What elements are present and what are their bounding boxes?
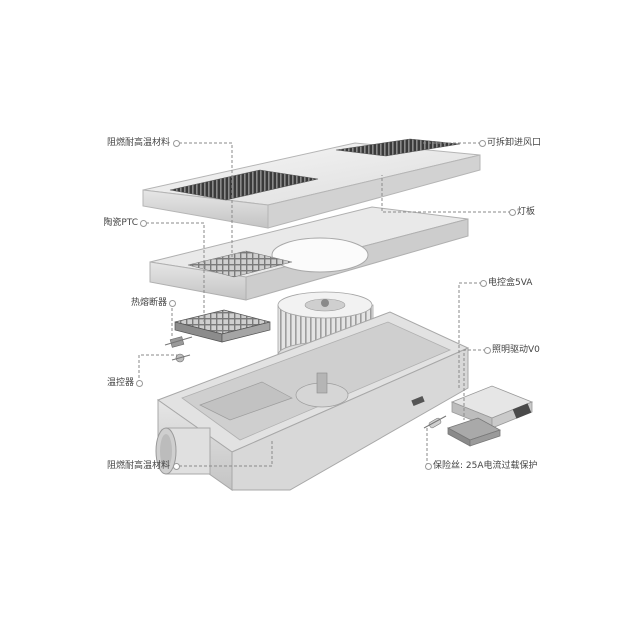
housing-base <box>156 311 470 491</box>
label-light-panel: 灯板 <box>517 207 536 217</box>
fuse-part <box>423 415 447 429</box>
leader-light-panel <box>381 175 511 213</box>
light-panel-plate <box>149 206 469 301</box>
label-detachable-inlet: 可拆卸进风口 <box>487 138 542 148</box>
label-thermostat: 温控器 <box>106 378 134 388</box>
leader-lighting-driver <box>463 349 486 420</box>
label-control-box: 电控盒5VA <box>488 278 533 288</box>
leader-flame-retardant-bottom <box>179 440 273 467</box>
label-flame-retardant-top: 阻燃耐高温材料 <box>106 138 170 148</box>
ptc-heater-block <box>174 309 271 343</box>
lighting-driver-part <box>447 417 501 447</box>
callout-dot-ceramic-ptc <box>140 220 147 227</box>
callout-dot-flame-retardant-bottom <box>173 463 180 470</box>
thermal-fuse-part <box>164 336 193 348</box>
thermostat-part <box>171 353 191 363</box>
top-panel <box>142 138 481 229</box>
label-flame-retardant-bottom: 阻燃耐高温材料 <box>106 461 170 471</box>
callout-dot-thermal-fuse <box>169 300 176 307</box>
callout-dot-lighting-driver <box>484 347 491 354</box>
callout-dot-light-panel <box>509 209 516 216</box>
leader-flame-retardant-top <box>179 142 233 257</box>
callout-dot-control-box <box>480 280 487 287</box>
label-fuse-protection: 保险丝: 25A电流过载保护 <box>433 461 538 471</box>
leader-thermostat <box>138 354 178 383</box>
leader-lines <box>138 142 511 467</box>
leader-ceramic-ptc <box>146 222 205 322</box>
callout-dot-detachable-inlet <box>479 140 486 147</box>
label-ceramic-ptc: 陶瓷PTC <box>103 218 138 228</box>
callout-dot-fuse <box>425 463 432 470</box>
callout-dot-thermostat <box>136 380 143 387</box>
label-thermal-fuse: 热熔断器 <box>130 298 167 308</box>
control-box-part <box>450 385 534 429</box>
label-lighting-driver: 照明驱动V0 <box>492 345 540 355</box>
callout-dot-flame-retardant-top <box>173 140 180 147</box>
leader-control-box <box>458 282 482 388</box>
